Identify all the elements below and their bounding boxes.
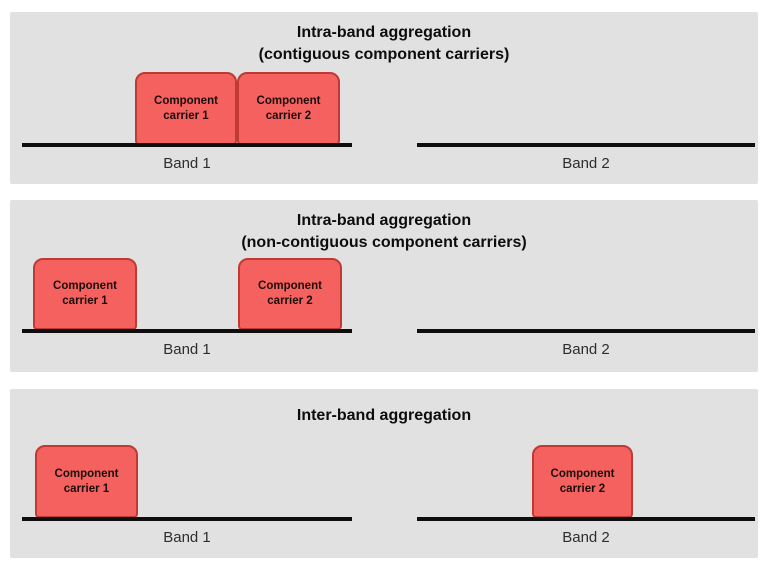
panel-title-line2: (contiguous component carriers) [258, 46, 510, 63]
carrier-label-line1: Component [258, 280, 322, 292]
band-1-line [22, 143, 352, 147]
panel-title-line2: (non-contiguous component carriers) [241, 234, 527, 251]
panel-title-line1: Inter-band aggregation [296, 407, 472, 424]
carrier-label-line2: carrier 2 [559, 482, 606, 495]
carrier-label-line1: Component [550, 467, 615, 480]
panel-title-line1: Intra-band aggregation [296, 24, 472, 41]
carrier-label: Component carrier 2 [551, 467, 615, 497]
carrier-label-line2: carrier 2 [267, 295, 313, 307]
carrier-box-2: Component carrier 2 [238, 258, 342, 330]
band-1-label: Band 1 [163, 341, 211, 358]
carrier-box-1: Component carrier 1 [35, 445, 138, 518]
carrier-label-line2: carrier 1 [163, 109, 209, 122]
carrier-label-line1: Component [154, 94, 218, 107]
panel-title: Intra-band aggregation (non-contiguous c… [10, 210, 758, 254]
band-1-label: Band 1 [163, 155, 211, 172]
carrier-box-1: Component carrier 1 [135, 72, 237, 145]
carrier-label-line1: Component [53, 280, 117, 292]
carrier-label: Component carrier 1 [154, 94, 218, 124]
panel-title: Inter-band aggregation [10, 405, 758, 427]
band-1-line [22, 329, 352, 333]
carrier-box-2: Component carrier 2 [237, 72, 340, 145]
carrier-label: Component carrier 1 [53, 279, 117, 309]
band-1-line [22, 517, 352, 521]
carrier-label-line2: carrier 1 [62, 295, 108, 307]
band-2-line [417, 517, 755, 521]
panel-intra-band-contiguous: Intra-band aggregation (contiguous compo… [10, 12, 758, 184]
carrier-box-2: Component carrier 2 [532, 445, 633, 518]
band-1-label: Band 1 [163, 529, 211, 546]
carrier-label-line2: carrier 1 [63, 482, 110, 495]
carrier-label: Component carrier 1 [55, 467, 119, 497]
band-2-label: Band 2 [562, 341, 610, 358]
panel-title: Intra-band aggregation (contiguous compo… [10, 22, 758, 66]
panel-inter-band: Inter-band aggregation Component carrier… [10, 389, 758, 558]
panel-intra-band-non-contiguous: Intra-band aggregation (non-contiguous c… [10, 200, 758, 372]
band-2-label: Band 2 [562, 155, 610, 172]
carrier-label-line1: Component [54, 467, 119, 480]
carrier-label-line2: carrier 2 [265, 109, 312, 122]
carrier-label: Component carrier 2 [258, 279, 322, 309]
panel-title-line1: Intra-band aggregation [296, 212, 472, 229]
band-2-label: Band 2 [562, 529, 610, 546]
band-2-line [417, 143, 755, 147]
band-2-line [417, 329, 755, 333]
carrier-label-line1: Component [256, 94, 321, 107]
carrier-label: Component carrier 2 [257, 94, 321, 124]
carrier-box-1: Component carrier 1 [33, 258, 137, 330]
